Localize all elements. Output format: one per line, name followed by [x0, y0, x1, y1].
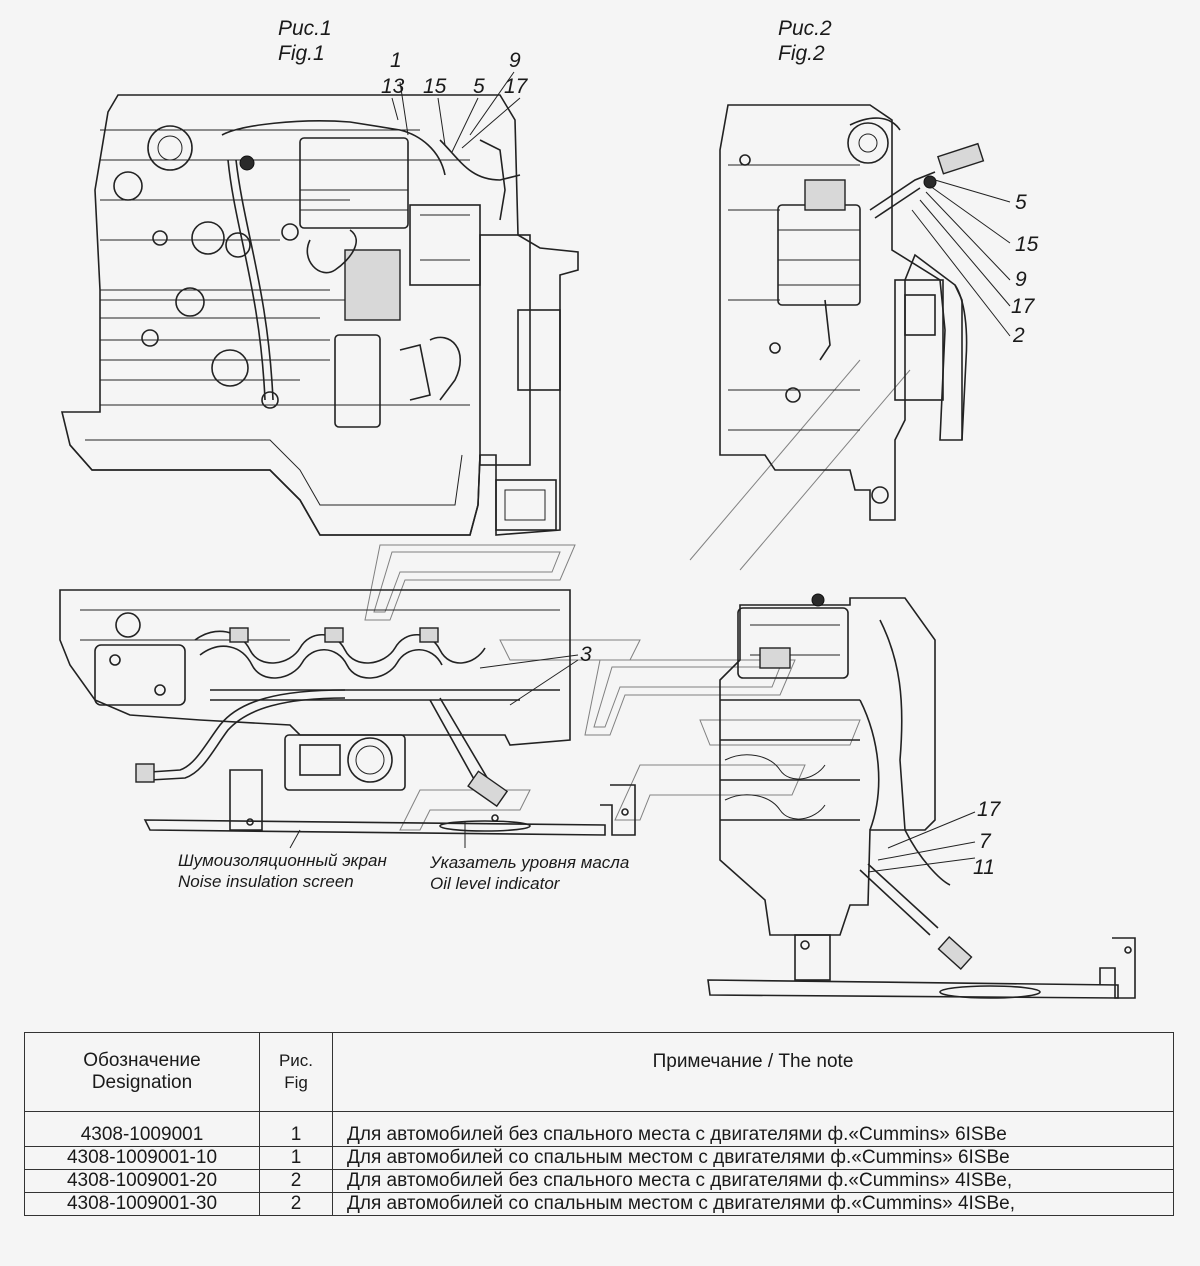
callout-fig1-3: 3: [580, 643, 592, 666]
fig2-caption-ru: Рис.2: [778, 17, 832, 40]
oil-level-label-ru: Указатель уровня масла: [430, 853, 630, 872]
cell-designation: 4308-1009001-20: [24, 1169, 260, 1193]
table-row: 4308-1009001-20 2 Для автомобилей без сп…: [24, 1169, 1174, 1193]
callout-fig2-2: 2: [1013, 324, 1025, 347]
cell-designation: 4308-1009001-10: [24, 1146, 260, 1170]
cell-fig: 1: [259, 1146, 333, 1170]
table-header-row: Обозначение Designation Рис. Fig Примеча…: [24, 1032, 1174, 1112]
header-note-text: Примечание / The note: [652, 1051, 854, 1072]
cell-note: Для автомобилей со спальным местом с дви…: [332, 1146, 1174, 1170]
fig1-engine-view: [60, 71, 579, 536]
callout-fig1-15: 15: [423, 75, 447, 98]
cell-fig: 1: [259, 1111, 333, 1147]
header-note: Примечание / The note: [332, 1032, 1174, 1112]
cell-note: Для автомобилей без спального места с дв…: [332, 1169, 1174, 1193]
fig1-caption-ru: Рис.1: [278, 17, 332, 40]
noise-screen-label-ru: Шумоизоляционный экран: [178, 851, 387, 870]
callout-fig2-11: 11: [973, 856, 995, 879]
table-row: 4308-1009001-10 1 Для автомобилей со спа…: [24, 1146, 1174, 1170]
fig1-caption-en: Fig.1: [278, 42, 325, 65]
callout-fig1-17: 17: [504, 75, 528, 98]
header-designation-ru: Обозначение: [83, 1050, 201, 1071]
header-fig-en: Fig: [284, 1073, 308, 1092]
cell-note: Для автомобилей со спальным местом с дви…: [332, 1192, 1174, 1216]
cell-designation: 4308-1009001-30: [24, 1192, 260, 1216]
technical-drawing: Рис.1 Fig.1 Рис.2 Fig.2 1 13 15 5 9 17 5…: [59, 17, 1136, 999]
table-row: 4308-1009001 1 Для автомобилей без спаль…: [24, 1111, 1174, 1147]
engine-drawing-svg: [59, 71, 1136, 999]
header-designation-en: Designation: [91, 1072, 193, 1093]
cell-designation: 4308-1009001: [24, 1111, 260, 1147]
callout-fig1-9: 9: [509, 49, 521, 72]
callout-fig1-5: 5: [473, 75, 485, 98]
cell-note: Для автомобилей без спального места с дв…: [332, 1111, 1174, 1147]
header-designation: Обозначение Designation: [24, 1032, 260, 1112]
callout-fig2-7: 7: [979, 830, 991, 853]
designation-table: Обозначение Designation Рис. Fig Примеча…: [24, 1032, 1174, 1216]
callout-fig1-1: 1: [390, 49, 402, 72]
fig2-engine-view: [719, 104, 1011, 521]
cell-fig: 2: [259, 1169, 333, 1193]
callout-fig2-9: 9: [1015, 268, 1027, 291]
table-row: 4308-1009001-30 2 Для автомобилей со спа…: [24, 1192, 1174, 1216]
oil-level-label-en: Oil level indicator: [430, 874, 560, 893]
callout-fig1-13: 13: [381, 75, 405, 98]
noise-screen-label-en: Noise insulation screen: [178, 872, 354, 891]
header-fig-ru: Рис.: [278, 1051, 314, 1070]
fig2-caption-en: Fig.2: [778, 42, 825, 65]
cell-fig: 2: [259, 1192, 333, 1216]
callout-fig2-15: 15: [1015, 233, 1039, 256]
header-fig: Рис. Fig: [259, 1032, 333, 1112]
fig1-top-view: [59, 589, 636, 849]
fig2-top-view: [707, 593, 1136, 999]
callout-fig2-17b: 17: [977, 798, 1001, 821]
callout-fig2-5: 5: [1015, 191, 1027, 214]
callout-fig2-17: 17: [1011, 295, 1035, 318]
